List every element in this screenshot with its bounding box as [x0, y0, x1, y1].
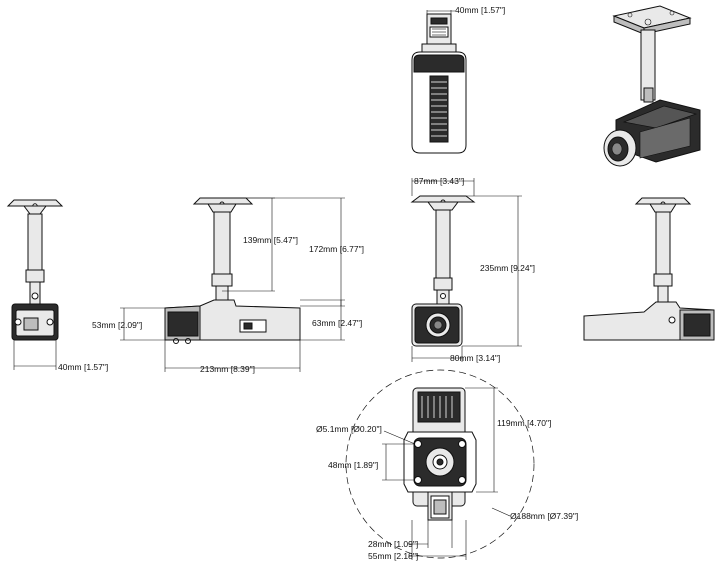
right-side-view-camera: [583, 197, 715, 341]
dim-bottom-width-a: 28mm [1.09"]: [368, 539, 418, 549]
dim-bolt-circle: Ø188mm [Ø7.39"]: [510, 511, 578, 521]
dim-front-body-width: 80mm [3.14"]: [450, 353, 500, 363]
dim-total-height: 172mm [6.77"]: [309, 244, 364, 254]
dim-plate-width: 87mm [3.43"]: [414, 176, 464, 186]
isometric-camera-view: [603, 5, 701, 167]
side-view-camera: 139mm [5.47"] 172mm [6.77"] 53mm [2.09"]…: [92, 197, 364, 374]
dim-body-height-right: 63mm [2.47"]: [312, 318, 362, 328]
dim-bottom-width-b: 55mm [2.18"]: [368, 551, 418, 561]
bottom-view-mount: Ø5.1mm [Ø0.20"] 48mm [1.89"] 119mm [4.70…: [316, 369, 578, 561]
dim-hole-spacing: 48mm [1.89"]: [328, 460, 378, 470]
dim-body-length: 213mm [8.39"]: [200, 364, 255, 374]
rear-view-camera: 40mm [1.57"]: [411, 5, 505, 154]
dim-bracket-reach: 119mm [4.70"]: [497, 418, 551, 428]
rear-vent-lines: [431, 81, 447, 137]
bolt-circle-outline: [345, 369, 535, 559]
front-view-camera: 87mm [3.43"] 235mm [9.24"] 80mm [3.14"]: [410, 176, 535, 363]
dim-front-total-height: 235mm [9.24"]: [480, 263, 535, 273]
dim-top-width: 40mm [1.57"]: [455, 5, 505, 15]
dim-left-width: 40mm [1.57"]: [58, 362, 108, 372]
left-front-view: 40mm [1.57"]: [6, 199, 108, 372]
dim-hole-diameter: Ø5.1mm [Ø0.20"]: [316, 424, 382, 434]
dim-body-height-left: 53mm [2.09"]: [92, 320, 142, 330]
dim-mount-height: 139mm [5.47"]: [243, 235, 298, 245]
